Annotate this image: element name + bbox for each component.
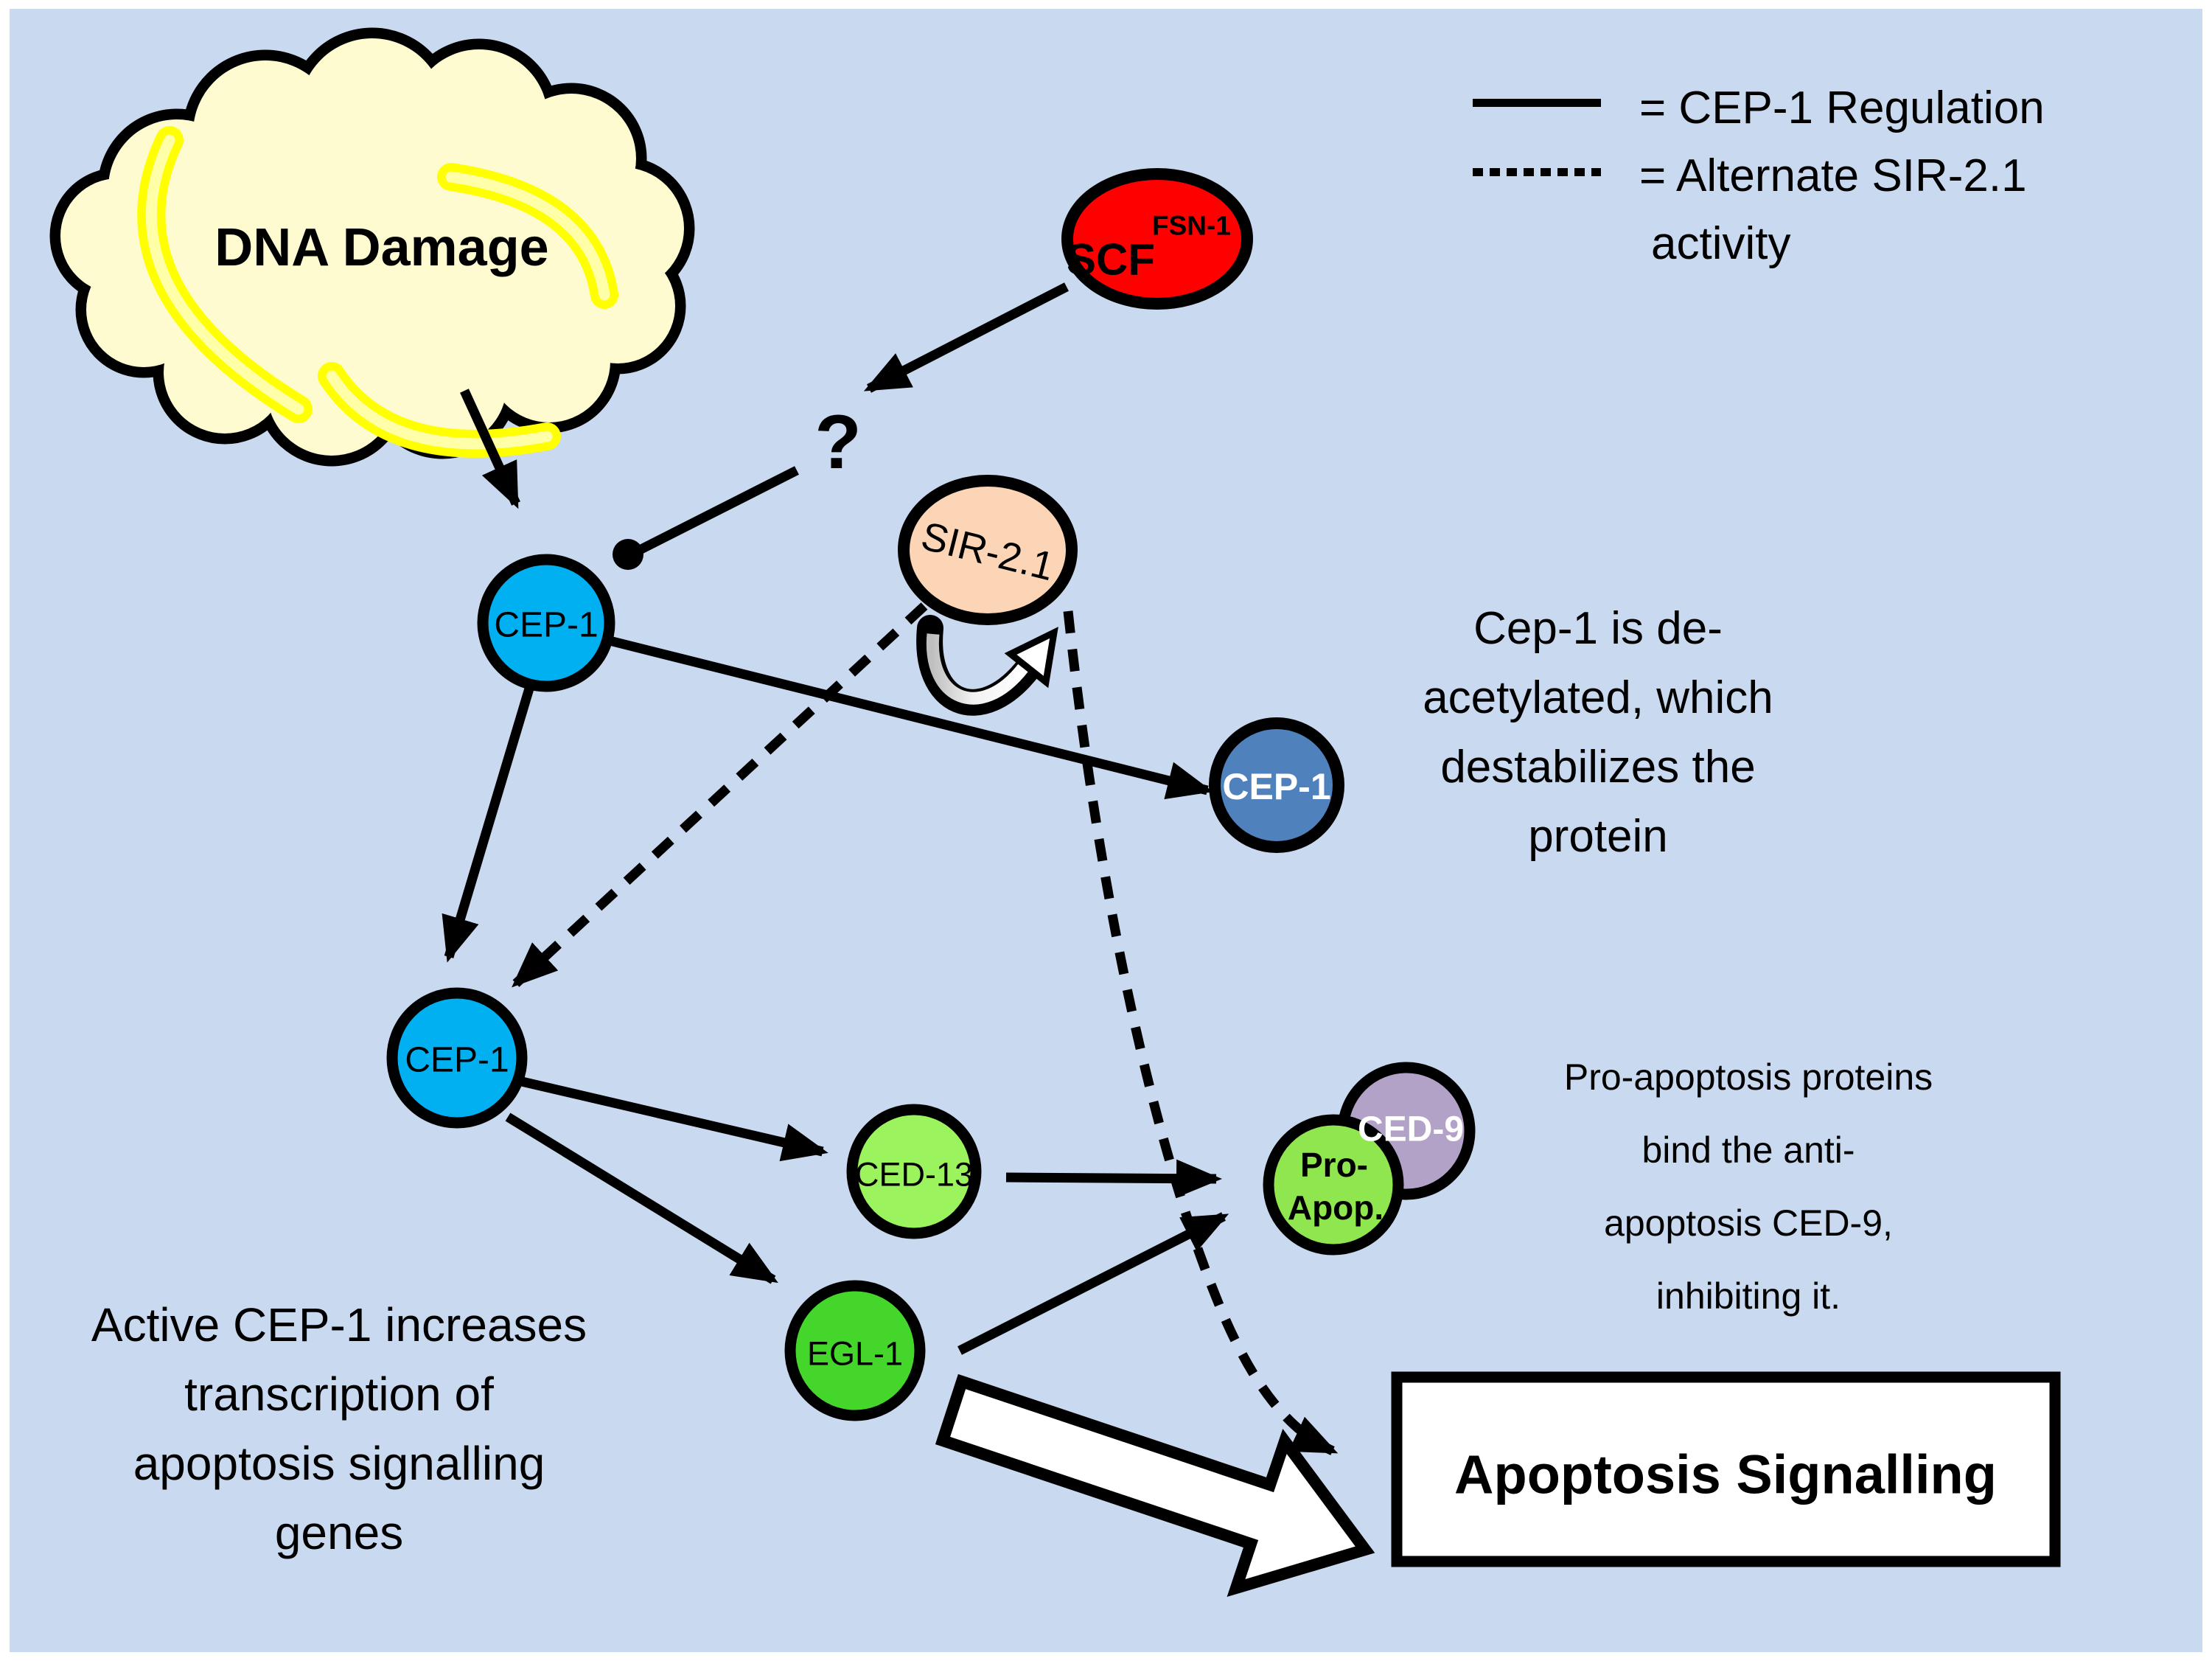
- cep1-bottom-label: CEP-1: [405, 1041, 509, 1080]
- arrow-egl1-to-proapop: [957, 1212, 1229, 1355]
- annotation-deacetylated: Cep-1 is de- acetylated, which destabili…: [1423, 603, 1773, 862]
- cep1-top-label: CEP-1: [494, 606, 598, 645]
- ced13-node: [846, 1104, 982, 1239]
- scf-superscript-label: FSN-1: [1152, 211, 1231, 241]
- arrow-cep1-to-cep1-bottom: [442, 687, 534, 963]
- arrow-cloud-to-cep1: [460, 389, 520, 509]
- dashed-arrow-sir-to-cep1-bottom: [512, 602, 928, 988]
- legend-solid-line-icon: [1473, 99, 1601, 107]
- scf-label: SCF: [1067, 235, 1155, 285]
- cep1-deacetylated-label: CEP-1: [1222, 766, 1330, 807]
- apoptosis-signalling-box: [1391, 1371, 2061, 1567]
- apoptosis-signalling-label: Apoptosis Signalling: [1454, 1444, 1997, 1505]
- legend-dashed-label-line2: activity: [1651, 218, 1791, 269]
- egl1-label: EGL-1: [807, 1335, 903, 1373]
- ced9-label: CED-9: [1358, 1110, 1464, 1149]
- scf-node: [1061, 168, 1253, 310]
- legend-dashed-label: = Alternate SIR-2.1: [1639, 150, 2027, 201]
- arrow-cep1-to-ced13: [520, 1076, 828, 1162]
- apoptosis-block-arrow-icon: [935, 1373, 1375, 1598]
- dna-strand-icon: [137, 126, 618, 458]
- legend-solid-label: = CEP-1 Regulation: [1639, 83, 2045, 133]
- line-question-to-cep1-ball: [627, 466, 799, 560]
- cep1-bottom-node: [386, 987, 528, 1129]
- arrow-cep1-to-egl1: [505, 1112, 778, 1284]
- pro-apop-label-line1: Pro-: [1300, 1146, 1368, 1184]
- arrow-cep1-to-deacetylated-cep1: [608, 636, 1213, 800]
- ced13-label: CED-13: [855, 1156, 973, 1194]
- pro-apop-node: [1263, 1114, 1404, 1256]
- cep1-top-node: [477, 554, 615, 692]
- deacetylation-curved-arrow-icon: [916, 615, 1058, 716]
- cloud-label: DNA Damage: [214, 218, 548, 277]
- pro-apop-label-line2: Apop.: [1288, 1188, 1384, 1227]
- egl1-node: [784, 1280, 926, 1421]
- dashed-arrow-sir-to-apoptosis: [1063, 610, 1339, 1455]
- annotation-active-cep1: Active CEP-1 increases transcription of …: [91, 1298, 587, 1559]
- annotation-pro-apoptosis: Pro-apoptosis proteins bind the anti- ap…: [1563, 1056, 1933, 1317]
- cep1-deacetylated-node: [1209, 717, 1344, 853]
- dna-damage-cloud: [49, 27, 695, 467]
- arrow-scf-to-question: [863, 282, 1069, 393]
- sir-node: [898, 475, 1078, 625]
- legend-dashed-line-icon: [1473, 168, 1601, 176]
- question-mark: ?: [814, 400, 862, 485]
- inhibition-ball-end: [613, 539, 643, 570]
- arrow-ced13-to-proapop: [1005, 1159, 1222, 1198]
